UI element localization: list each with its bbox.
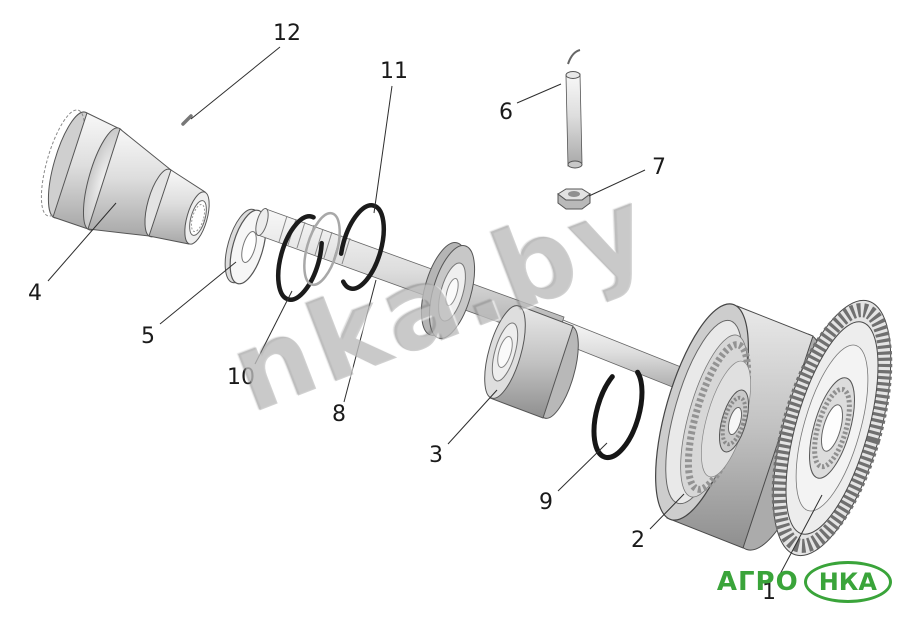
leader-line-1 (777, 494, 823, 579)
part-7-nut (557, 188, 591, 210)
shaft-front-end (255, 207, 269, 237)
leader-line-6 (516, 83, 562, 104)
leader-line-9 (557, 442, 608, 492)
nut-bore (568, 191, 580, 197)
leader-line-12 (190, 46, 281, 120)
brand-logo: АГРО НКА (717, 561, 892, 603)
callout-label-1: 1 (762, 580, 776, 605)
pin-top-cap (565, 71, 581, 79)
gear-hub-splines (812, 386, 852, 470)
callout-label-8: 8 (332, 402, 346, 427)
callout-label-5: 5 (141, 324, 155, 349)
leader-line-4 (47, 202, 117, 282)
callout-label-7: 7 (652, 155, 666, 180)
leader-line-5 (159, 261, 237, 325)
callout-label-10: 10 (227, 365, 255, 390)
part-1-gear (771, 299, 893, 557)
leader-line-2 (649, 493, 685, 530)
leader-line-11 (373, 85, 393, 214)
washer-bore (241, 231, 257, 263)
leader-line-3 (447, 389, 498, 445)
spacer-ring (303, 211, 341, 287)
shaft-collar-bore (445, 277, 459, 307)
pin-body (565, 73, 583, 167)
callout-label-9: 9 (539, 490, 553, 515)
brand-logo-oval: НКА (803, 561, 892, 603)
part-11-snap-ring (337, 203, 387, 291)
part-8-shaft (255, 207, 694, 393)
gear-bore (820, 404, 844, 452)
callout-labels: 1 2 3 4 5 6 7 8 9 10 11 12 (28, 21, 776, 605)
part-4-hub (40, 109, 210, 245)
callout-label-11: 11 (380, 59, 408, 84)
part-2-drum (655, 303, 825, 551)
drum-hub-bore (727, 406, 743, 436)
drum-hub-splines (720, 395, 748, 447)
part-6-pin (565, 49, 583, 169)
pin-clip (567, 49, 581, 65)
leader-line-8 (343, 279, 377, 403)
part-12-pin (181, 114, 193, 126)
callout-label-12: 12 (273, 21, 301, 46)
leader-line-7 (588, 169, 646, 197)
snap-ring-11-body (337, 203, 387, 291)
callout-label-6: 6 (499, 100, 513, 125)
leader-lines (47, 46, 823, 579)
gear-teeth (771, 303, 893, 553)
part-9-snap-ring (591, 363, 645, 461)
leader-line-10 (254, 290, 293, 365)
brand-logo-prefix: АГРО (716, 567, 799, 597)
sleeve-bore (497, 336, 513, 368)
callout-label-4: 4 (28, 281, 42, 306)
hub-bore (189, 200, 207, 236)
hub-bore-splines (190, 203, 206, 233)
pin-12-body (181, 114, 193, 126)
snap-ring-9-body (591, 363, 645, 461)
callout-label-2: 2 (631, 528, 645, 553)
pin-bottom-cap (567, 160, 583, 169)
callout-label-3: 3 (429, 443, 443, 468)
part-3-sleeve (484, 305, 579, 419)
